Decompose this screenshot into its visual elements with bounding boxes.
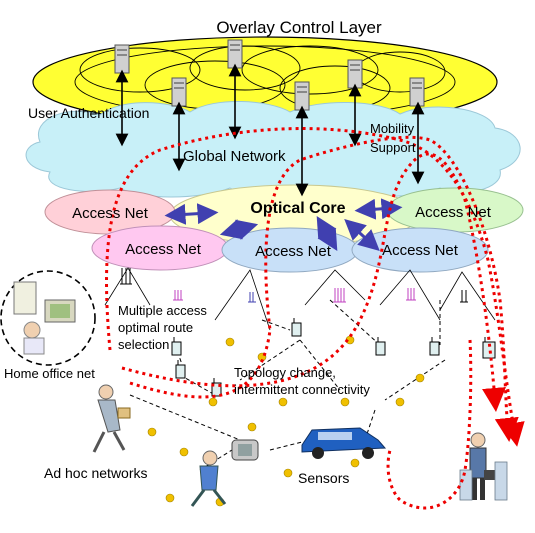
core-links: [164, 198, 403, 252]
label-home-office-net: Home office net: [4, 366, 95, 381]
label-sensors: Sensors: [298, 470, 349, 486]
mobility-paths: [105, 127, 525, 510]
label-access-net-blue-right: Access Net: [382, 242, 459, 259]
label-multiple-access: Multiple access: [118, 303, 207, 318]
server-icon: [294, 81, 310, 111]
antenna-icon: [406, 288, 416, 301]
antenna-icons: [120, 268, 468, 303]
device-icon: [429, 337, 440, 356]
server-icon: [347, 59, 363, 89]
label-optimal-route: optimal route: [118, 320, 193, 335]
antenna-icon: [460, 290, 468, 303]
label-access-net-pink: Access Net: [72, 205, 149, 222]
label-user-authentication: User Authentication: [28, 105, 149, 121]
device-icon: [291, 318, 302, 337]
antenna-icon: [173, 290, 183, 301]
label-intermittent-connectivity: intermittent connectivity: [234, 382, 370, 397]
radio-cells: [104, 267, 496, 331]
label-optical-core: Optical Core: [250, 200, 345, 217]
antenna-icon: [120, 268, 132, 285]
device-icon: [171, 337, 182, 356]
home-office-icon: [13, 281, 76, 355]
diagram-title: Overlay Control Layer: [216, 18, 382, 37]
home-office-boundary: [0, 270, 96, 366]
label-support: Support: [370, 140, 416, 155]
device-icon: [482, 337, 496, 359]
server-icon: [227, 39, 243, 69]
server-icon: [171, 77, 187, 107]
walking-person-icon: [92, 384, 131, 453]
mobile-device-icons: [171, 318, 496, 397]
label-ad-hoc-networks: Ad hoc networks: [44, 465, 148, 481]
sensor-dots: [147, 335, 425, 507]
label-access-net-magenta: Access Net: [125, 241, 202, 258]
device-icon: [375, 337, 386, 356]
label-access-net-green: Access Net: [415, 204, 492, 221]
server-icons: [114, 39, 425, 111]
label-global-network: Global Network: [183, 148, 286, 165]
running-person-icon: [190, 450, 227, 507]
antenna-icon: [248, 292, 256, 303]
standing-person-icon: [469, 432, 496, 500]
device-icon: [211, 378, 222, 397]
server-icon: [409, 77, 425, 107]
antenna-icon: [333, 288, 346, 303]
label-access-net-blue-center: Access Net: [255, 243, 332, 260]
buildings-icon: [459, 461, 508, 501]
label-topology-change: Topology change,: [234, 365, 336, 380]
label-selection: selection: [118, 337, 169, 352]
device-icon: [175, 360, 186, 379]
control-arrows: [115, 63, 425, 197]
label-mobility: Mobility: [370, 121, 415, 136]
wristwatch-icon: [231, 439, 259, 461]
car-icon: [301, 427, 387, 459]
server-icon: [114, 44, 130, 74]
